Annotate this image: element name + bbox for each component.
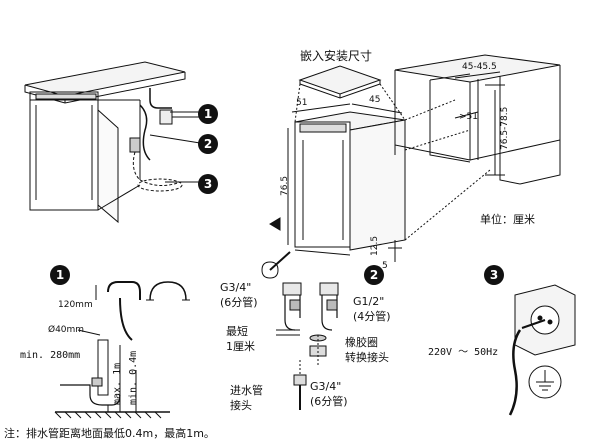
label-g34: G3/4" (220, 281, 252, 294)
dim-height-range: 76.5-78.5 (500, 106, 510, 150)
install-dimensions-illustration (261, 65, 491, 279)
label-rubber-ring: 橡胶圈 (345, 336, 378, 349)
dim-depth: >51 (459, 112, 478, 122)
label-g34-sub: (6分管) (220, 296, 258, 309)
label-120mm: 120mm (58, 300, 93, 310)
callout-badge-1: 1 (198, 104, 218, 124)
label-g12-sub: (4分管) (353, 310, 391, 323)
callout-badge-3: 3 (198, 174, 218, 194)
label-min-280mm: min. 280mm (20, 350, 81, 361)
label-1cm: 1厘米 (226, 340, 255, 353)
water-tap-illustration (276, 282, 339, 410)
section-badge-1: 1 (50, 265, 70, 285)
dim-5: 5 (382, 261, 388, 271)
dim-45: 45 (369, 95, 381, 105)
dim-76-5: 76.5 (280, 175, 290, 196)
power-outlet-illustration (508, 284, 576, 416)
cabinet-illustration (24, 61, 201, 224)
label-g12: G1/2" (353, 295, 385, 308)
drain-pipe-illustration (54, 281, 190, 419)
label-g34-bottom-sub: (6分管) (310, 395, 348, 408)
label-max-1m: max. 1m (112, 362, 123, 405)
label-g34-bottom: G3/4" (310, 380, 342, 393)
label-adapter: 转换接头 (345, 351, 389, 364)
dim-51: 51 (296, 98, 308, 108)
label-min-0-4m: min. 0.4m (128, 350, 139, 405)
diagram-title: 嵌入安装尺寸 (300, 49, 373, 63)
label-diameter-40mm: Ø40mm (48, 325, 85, 335)
callout-badge-2: 2 (198, 134, 218, 154)
niche-illustration (394, 54, 561, 185)
label-inlet-hose: 进水管 (230, 384, 263, 397)
section-badge-3: 3 (484, 265, 504, 285)
dim-12-5: 12.5 (370, 235, 380, 256)
section-badge-2: 2 (364, 265, 384, 285)
label-inlet-fitting: 接头 (230, 399, 252, 412)
unit-label: 单位：厘米 (480, 213, 535, 226)
footnote: 注：排水管距离地面最低0.4m，最高1m。 (4, 427, 215, 440)
label-voltage: 220V ～ 50Hz (428, 347, 499, 358)
label-shortest: 最短 (226, 325, 248, 338)
dim-top-width: 45-45.5 (462, 62, 497, 72)
